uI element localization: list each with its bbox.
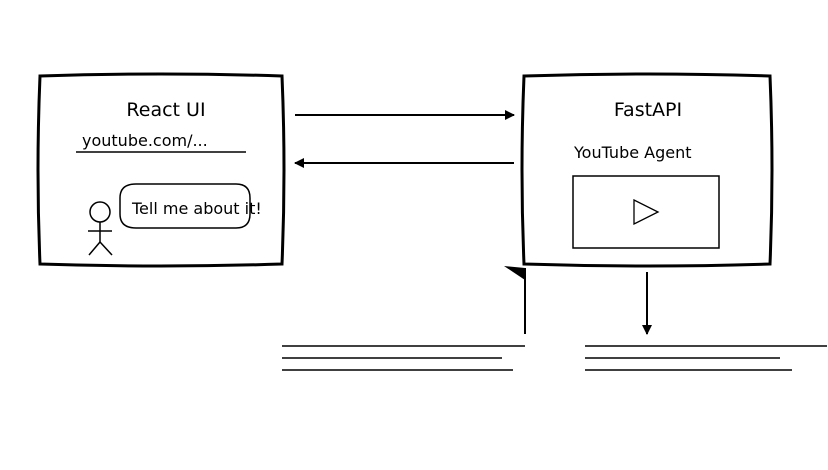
url-field: youtube.com/... [82,131,208,150]
stick-figure-icon [88,201,113,256]
output-text-lines [585,345,827,371]
agent-label: YouTube Agent [573,143,692,162]
input-text-lines [282,345,525,371]
speech-text: Tell me about it! [131,199,262,218]
react-ui-panel: React UI youtube.com/... Tell me about i… [36,72,286,268]
fastapi-title: FastAPI [614,99,682,121]
video-frame [572,175,720,249]
fastapi-panel: FastAPI YouTube Agent [520,72,774,268]
react-ui-title: React UI [126,99,205,121]
play-icon [633,198,660,226]
react-ui-box [36,72,286,268]
speech-bubble [119,183,251,229]
fastapi-box [520,72,774,268]
flag-icon [504,266,526,334]
